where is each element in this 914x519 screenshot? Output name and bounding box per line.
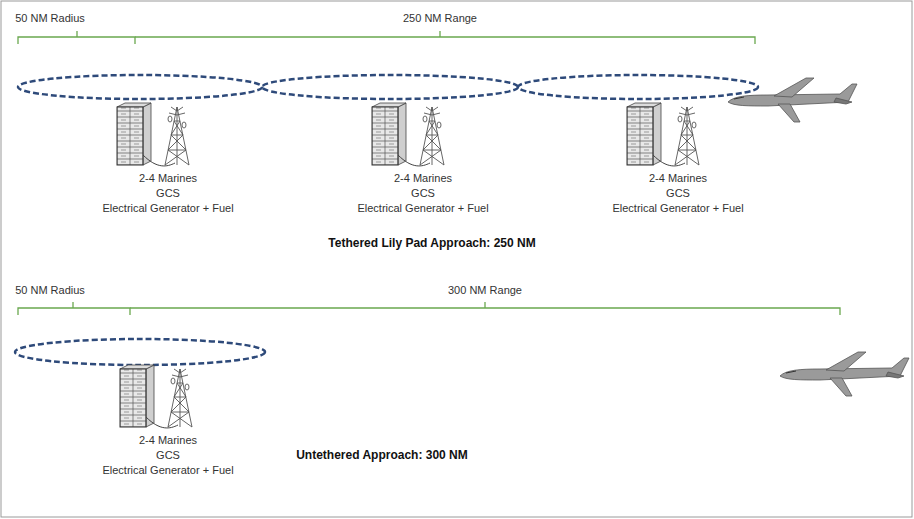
- site-label: GCS: [156, 187, 180, 200]
- site-label: 250 NM Range: [403, 12, 477, 25]
- coverage-ellipse: [18, 75, 758, 99]
- site-label: Electrical Generator + Fuel: [612, 202, 743, 215]
- range-bracket: [18, 31, 755, 44]
- site-label: 2-4 Marines: [649, 172, 707, 185]
- gcs-site-icon: [120, 365, 192, 428]
- site-label: Electrical Generator + Fuel: [102, 202, 233, 215]
- site-label: Electrical Generator + Fuel: [102, 464, 233, 477]
- gcs-site-icon: [117, 103, 189, 166]
- site-label: 2-4 Marines: [394, 172, 452, 185]
- site-label: 50 NM Radius: [15, 284, 85, 297]
- aircraft-icon: [728, 78, 857, 122]
- approach-title: Untethered Approach: 300 NM: [296, 449, 468, 462]
- site-label: 2-4 Marines: [139, 434, 197, 447]
- gcs-site-icon: [372, 103, 444, 166]
- gcs-site-icon: [627, 103, 699, 166]
- site-label: GCS: [156, 449, 180, 462]
- aircraft-icon: [780, 352, 909, 396]
- approach-title: Tethered Lily Pad Approach: 250 NM: [328, 237, 535, 250]
- coverage-ellipse: [15, 339, 265, 365]
- site-label: 300 NM Range: [448, 284, 522, 297]
- range-bracket: [18, 302, 840, 315]
- site-label: Electrical Generator + Fuel: [357, 202, 488, 215]
- site-label: 50 NM Radius: [15, 12, 85, 25]
- site-label: GCS: [666, 187, 690, 200]
- site-label: 2-4 Marines: [139, 172, 197, 185]
- site-label: GCS: [411, 187, 435, 200]
